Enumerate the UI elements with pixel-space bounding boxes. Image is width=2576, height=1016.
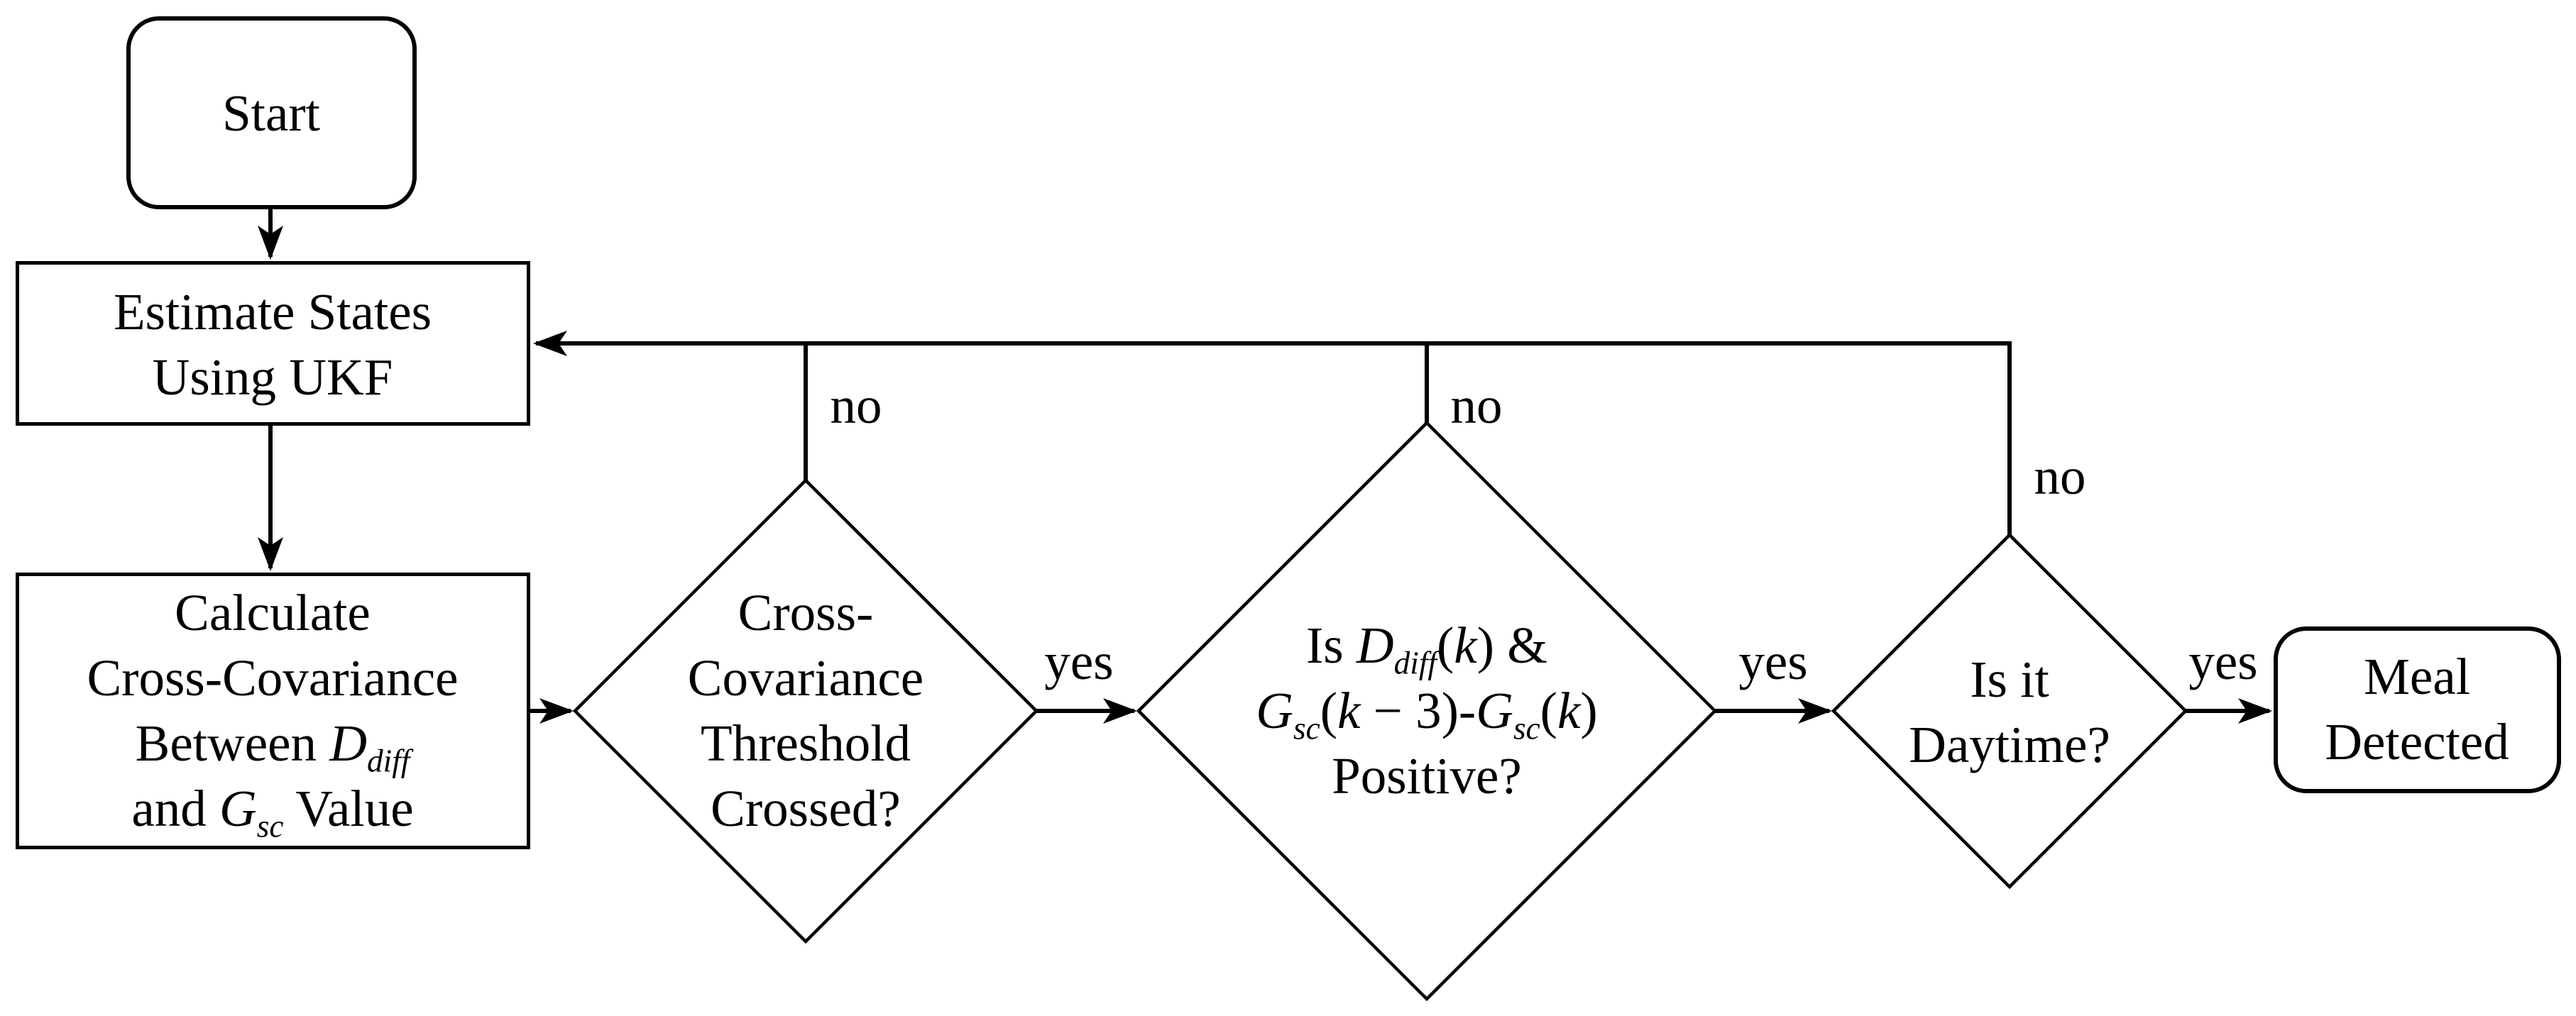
text-line: Is Ddiff(k) & [1305,617,1548,681]
text-line: Cross-Covariance [87,649,459,707]
text-line: Crossed? [711,780,901,837]
decision-positive-label: Is Ddiff(k) & Gsc(k − 3)-Gsc(k)Positive? [1256,613,1597,809]
edge-label-no-daytime: no [2034,448,2086,505]
decision-threshold-shape [572,477,1039,944]
node-calc-cross-covariance-shape [16,573,530,849]
text-line: Calculate [175,584,371,641]
text-line: Cross- [738,584,874,641]
text-line: Estimate States [113,283,432,341]
decision-daytime-shape [1831,532,2188,890]
edge-label-yes-threshold: yes [1044,633,1114,690]
node-meal-detected-shape [2274,626,2561,793]
text-line: Positive? [1332,747,1522,805]
edge-label-yes-daytime: yes [2188,633,2258,690]
decision-positive-shape [1136,420,1718,1002]
edge-no-return-to-ukf [533,331,2012,535]
edge-label-yes-positive: yes [1738,633,1808,690]
text-line: Is it [1970,651,2049,708]
text-line: Covariance [687,649,924,707]
text-line: Detected [2325,713,2509,771]
text-line: Between Ddiff [135,714,410,779]
text-line: Start [222,84,320,142]
text-line: Threshold [700,714,911,772]
text-line: Gsc(k − 3)-Gsc(k) [1256,682,1598,746]
node-start-label: Start [222,81,320,146]
text-line: Daytime? [1909,716,2110,773]
node-estimate-ukf-shape [16,261,530,426]
edge-label-no-threshold: no [830,377,882,434]
text-line: and Gsc Value [131,780,414,844]
edge-label-no-positive: no [1450,377,1503,434]
node-start-shape [126,16,417,209]
text-line: Using UKF [152,348,393,406]
text-line: Meal [2363,648,2470,705]
decision-daytime-label: Is it Daytime? [1909,647,2110,778]
